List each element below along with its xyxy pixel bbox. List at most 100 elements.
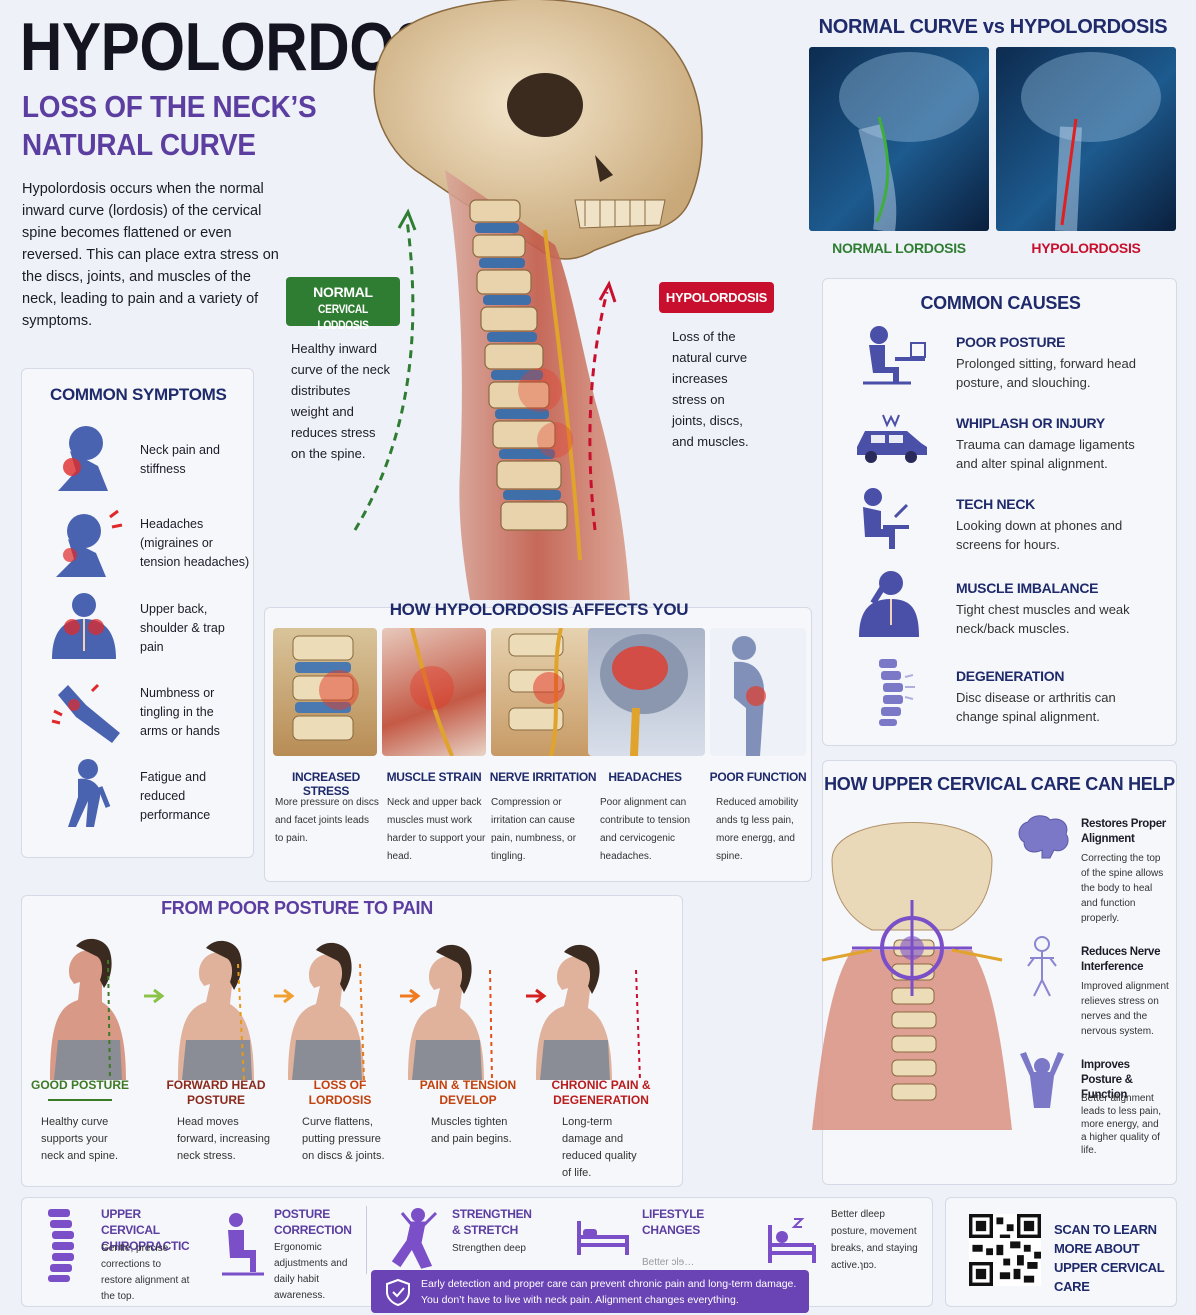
cause-icon-muscle bbox=[855, 569, 921, 644]
step-1-marker bbox=[48, 1099, 112, 1101]
footer-title-2: POSTURE CORRECTION bbox=[274, 1207, 352, 1237]
normal-curve-description: Healthy inward curve of the neck distrib… bbox=[291, 341, 390, 461]
stretch-icon bbox=[391, 1208, 438, 1269]
arrow-step-2 bbox=[274, 988, 295, 1004]
affect-image-headache bbox=[588, 628, 705, 756]
posture-figures bbox=[50, 938, 641, 1080]
care-title: HOW UPPER CERVICAL CARE CAN HELP bbox=[824, 774, 1175, 794]
cause-title-2: WHIPLASH OR INJURY bbox=[956, 415, 1105, 431]
footer-title-4: LIFESTYLE CHANGES bbox=[642, 1207, 704, 1237]
brain-icon bbox=[1018, 815, 1069, 859]
footer-text-1: Gentle, precise corrections to restore a… bbox=[101, 1243, 190, 1302]
posture-figure-pain bbox=[408, 944, 493, 1080]
care-icon-nerve bbox=[1020, 936, 1064, 1003]
step-title-3: LOSS OF LORDOSIS bbox=[308, 1078, 372, 1107]
car-crash-icon bbox=[857, 414, 927, 463]
arrow-step-3 bbox=[400, 988, 421, 1004]
subtitle-line-1: LOSS OF THE NECK’S bbox=[22, 89, 317, 124]
normal-badge-line-1: NORMAL bbox=[313, 284, 373, 300]
xray-hypolordosis bbox=[996, 47, 1176, 231]
cause-text-5: Disc disease or arthritis can change spi… bbox=[956, 690, 1116, 724]
footer-icon-sleep bbox=[764, 1215, 820, 1272]
ergonomic-icon bbox=[222, 1213, 264, 1276]
sleep-icon bbox=[768, 1218, 816, 1263]
affect-text-5: Reduced amobility ands tg less pain, mor… bbox=[716, 797, 799, 862]
cause-text-2: Trauma can damage ligaments and alter sp… bbox=[956, 437, 1135, 471]
headache-icon bbox=[56, 509, 123, 577]
footer-icon-posture bbox=[218, 1212, 268, 1283]
step-title-5: CHRONIC PAIN & DEGENERATION bbox=[551, 1078, 651, 1107]
affects-panel: HOW HYPOLORDOSIS AFFECTS YOU INCREASED S… bbox=[264, 600, 812, 882]
symptom-text-1: Neck pain and stiffness bbox=[140, 443, 220, 476]
symptom-text-2: Headaches (migraines or tension headache… bbox=[140, 517, 250, 569]
footer-text-5: Better dleep posture, movement breaks, a… bbox=[831, 1209, 918, 1271]
posture-figure-forward bbox=[178, 940, 254, 1080]
care-title-3: Improves Posture & Function bbox=[1081, 1059, 1133, 1101]
compare-title: NORMAL CURVE vs HYPOLORDOSIS bbox=[818, 16, 1168, 38]
cause-title-3: TECH NECK bbox=[956, 496, 1035, 512]
step-text-5: Long-term damage and reduced quality of … bbox=[562, 1116, 637, 1179]
nervous-system-icon bbox=[1027, 936, 1057, 997]
affect-image-function bbox=[710, 628, 806, 756]
cause-icon-tech-neck bbox=[855, 487, 915, 558]
footer-icon-lifestyle bbox=[575, 1215, 631, 1262]
shield-check-icon bbox=[386, 1278, 410, 1306]
desk-sitting-icon bbox=[863, 326, 926, 385]
laptop-icon bbox=[863, 488, 909, 549]
cause-title-4: MUSCLE IMBALANCE bbox=[956, 580, 1099, 596]
affect-title-1: INCREASED STRESS bbox=[292, 770, 360, 798]
cause-text-4: Tight chest muscles and weak neck/back m… bbox=[956, 602, 1130, 636]
affect-title-2: MUSCLE STRAIN bbox=[386, 770, 482, 784]
upper-back-icon bbox=[52, 593, 116, 659]
footer-text-2: Ergonomic adjustments and daily habit aw… bbox=[274, 1242, 348, 1301]
symptom-icon-numbness bbox=[48, 675, 128, 750]
qr-code-icon[interactable] bbox=[969, 1214, 1041, 1286]
causes-panel: COMMON CAUSES POOR POSTURE Prolonged sit… bbox=[822, 278, 1177, 746]
care-title-1: Restores Proper Alignment bbox=[1081, 818, 1166, 845]
step-title-1: GOOD POSTURE bbox=[30, 1078, 129, 1092]
step-title-4: PAIN & TENSION DEVELOP bbox=[419, 1078, 517, 1107]
affect-image-stress bbox=[273, 628, 377, 756]
care-icon-brain bbox=[1014, 812, 1072, 867]
symptom-text-4: Numbness or tingling in the arms or hand… bbox=[140, 686, 220, 738]
step-text-3: Curve flattens, putting pressure on disc… bbox=[302, 1116, 385, 1162]
care-text-2: Improved alignment relieves stress on ne… bbox=[1081, 981, 1169, 1037]
affect-title-3: NERVE IRRITATION bbox=[489, 770, 597, 784]
cervical-care-illustration bbox=[812, 822, 1012, 1130]
cause-text-1: Prolonged sitting, forward head posture,… bbox=[956, 356, 1136, 390]
affect-title-4: HEADACHES bbox=[608, 770, 682, 784]
qr-caption: SCAN TO LEARN MORE ABOUT UPPER CERVICAL … bbox=[1054, 1222, 1165, 1294]
hypolordosis-badge: HYPOLORDOSIS bbox=[659, 282, 774, 313]
footer-title-1: UPPER CERVICAL CHIROPRACTIC bbox=[101, 1207, 190, 1253]
posture-figure-good bbox=[50, 938, 126, 1080]
symptom-icon-upper-back bbox=[44, 591, 120, 666]
raised-arms-icon bbox=[1020, 1052, 1064, 1108]
footer-text-3: Strengthen deep bbox=[452, 1243, 526, 1254]
muscle-icon bbox=[859, 571, 919, 637]
posture-title: FROM POOR POSTURE TO PAIN bbox=[161, 898, 433, 918]
symptom-text-5: Fatigue and reduced performance bbox=[140, 770, 211, 822]
step-title-2: FORWARD HEAD POSTURE bbox=[166, 1078, 266, 1107]
banner-line-2: You don’t have to live with neck pain. A… bbox=[421, 1294, 739, 1306]
care-title-2: Reduces Nerve Interference bbox=[1081, 946, 1161, 973]
cause-icon-posture bbox=[855, 323, 927, 398]
symptom-icon-headache bbox=[48, 507, 128, 584]
affects-title: HOW HYPOLORDOSIS AFFECTS YOU bbox=[389, 600, 689, 619]
footer-icon-chiro bbox=[42, 1207, 82, 1288]
spine-icon bbox=[879, 659, 915, 726]
posture-figure-loss bbox=[288, 942, 365, 1080]
affect-title-5: POOR FUNCTION bbox=[709, 770, 807, 784]
hypolordosis-label: HYPOLORDOSIS bbox=[1031, 240, 1141, 256]
affect-image-nerve bbox=[491, 628, 595, 756]
neck-pain-icon bbox=[58, 426, 108, 491]
subtitle-line-2: NATURAL CURVE bbox=[22, 127, 256, 162]
cause-text-3: Looking down at phones and screens for h… bbox=[956, 518, 1123, 552]
symptom-icon-fatigue bbox=[58, 757, 118, 834]
care-icon-posture bbox=[1016, 1052, 1068, 1115]
cause-icon-whiplash bbox=[851, 411, 931, 470]
page-subtitle: LOSS OF THE NECK’S NATURAL CURVE bbox=[22, 88, 317, 164]
normal-cervical-badge: NORMAL CERVICAL LODDOSIS bbox=[286, 277, 400, 332]
symptoms-title: COMMON SYMPTOMS bbox=[50, 385, 227, 404]
numb-arm-icon bbox=[51, 683, 120, 743]
normal-lordosis-label: NORMAL LORDOSIS bbox=[832, 240, 966, 256]
